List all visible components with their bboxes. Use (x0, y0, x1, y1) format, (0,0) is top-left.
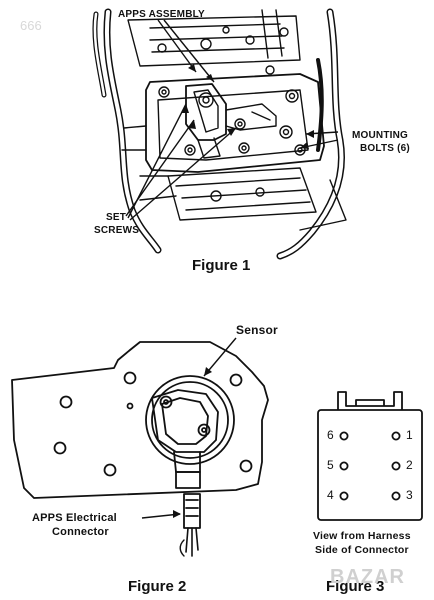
figure1-caption: Figure 1 (192, 257, 251, 274)
connector-note-line2: Side of Connector (315, 544, 409, 556)
apps-assembly-label: APPS ASSEMBLY (118, 9, 205, 20)
figure3-caption: Figure 3 (326, 578, 385, 595)
set-screws-label-line2: SCREWS (94, 225, 140, 236)
apps-connector-label-line1: APPS Electrical (32, 512, 117, 524)
pin-label-1: 1 (406, 428, 413, 442)
figure2-caption: Figure 2 (128, 578, 187, 595)
pin-label-4: 4 (327, 488, 334, 502)
mounting-bolts-label-line1: MOUNTING (352, 130, 409, 141)
pin-label-3: 3 (406, 488, 413, 502)
apps-connector-label-line2: Connector (52, 526, 109, 538)
pin-label-5: 5 (327, 458, 334, 472)
pin-label-6: 6 (327, 428, 334, 442)
pin-label-2: 2 (406, 458, 413, 472)
connector-note-line1: View from Harness (313, 530, 411, 542)
watermark-number: 666 (20, 18, 42, 33)
sensor-label: Sensor (236, 323, 278, 337)
mounting-bolts-label-line2: BOLTS (6) (360, 143, 410, 154)
set-screws-label-line1: SET (106, 212, 127, 223)
watermark-brand: BAZAR (330, 566, 405, 588)
